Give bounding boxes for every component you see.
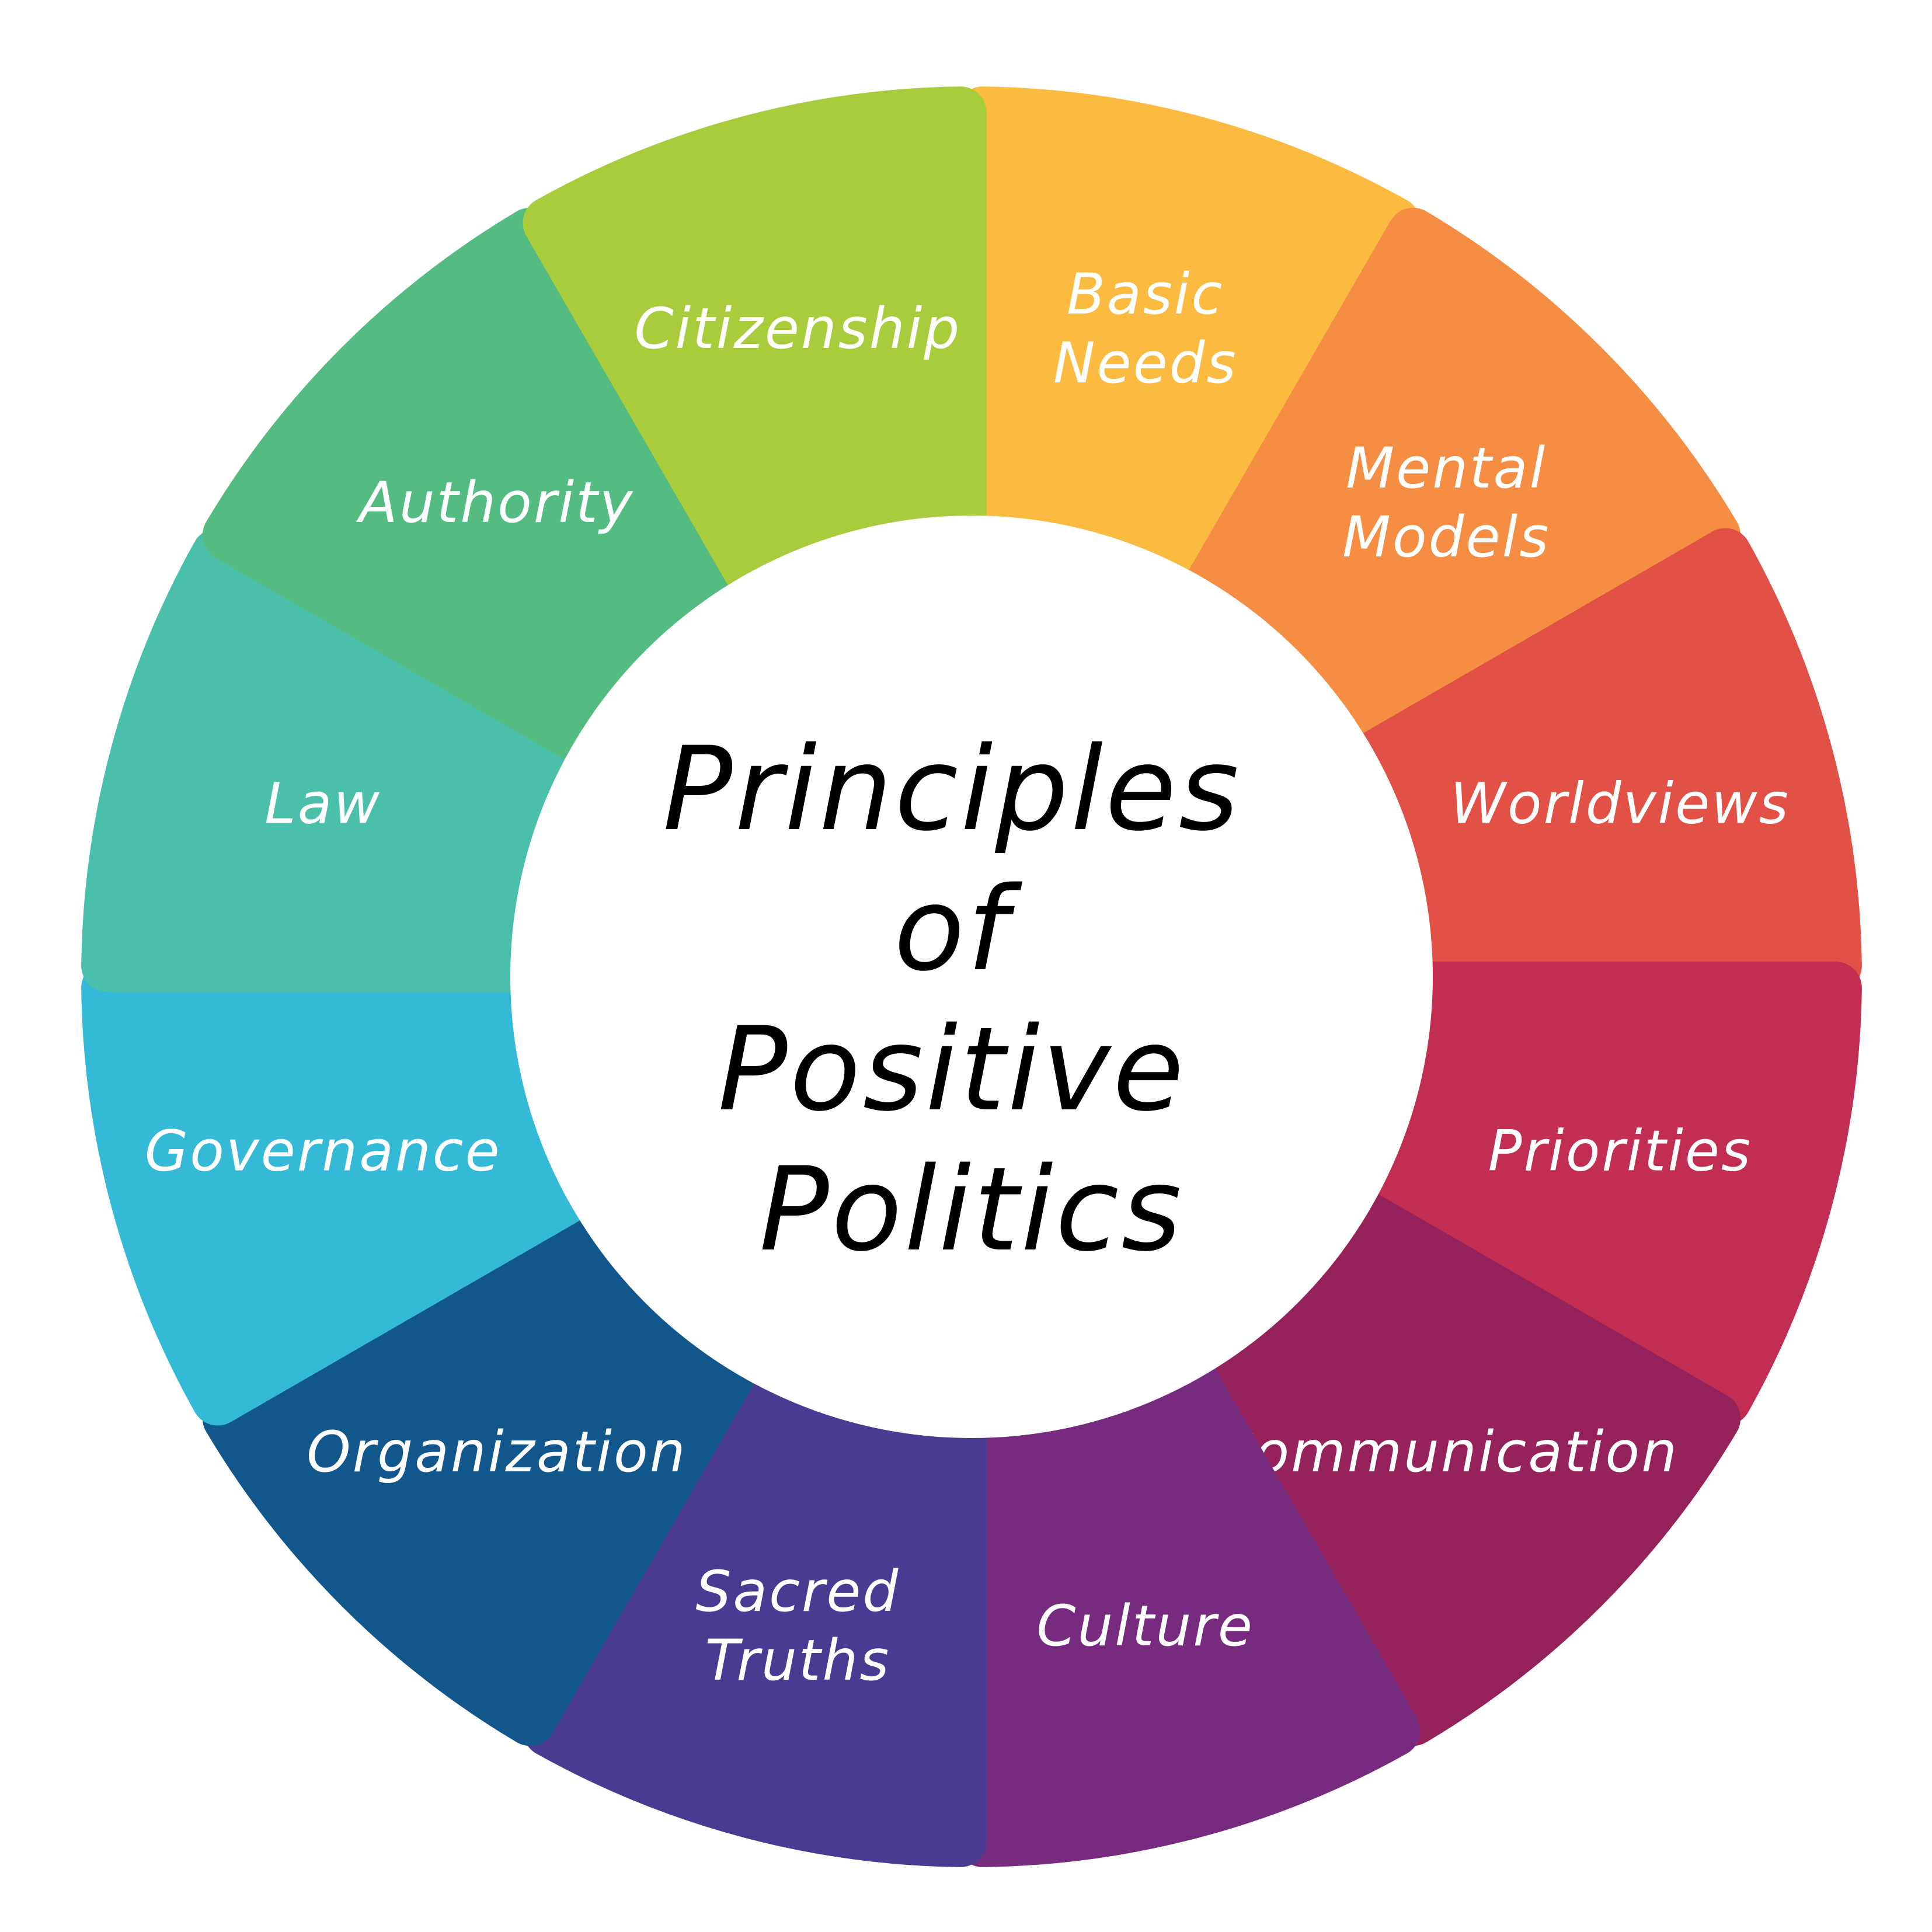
segment-label-sacred-truths-line-2: Truths xyxy=(705,1628,890,1693)
segment-label-culture: Culture xyxy=(1036,1593,1254,1659)
segment-label-communication: Communication xyxy=(1214,1419,1679,1485)
segment-label-mental-models-line-1: Mental xyxy=(1346,436,1547,501)
segment-label-priorities-line-1: Priorities xyxy=(1488,1119,1752,1184)
segment-label-mental-models-line-2: Models xyxy=(1342,504,1550,570)
segment-label-basic-needs-line-2: Needs xyxy=(1053,330,1238,396)
segment-label-governance-line-1: Governance xyxy=(145,1119,502,1184)
segment-label-authority: Authority xyxy=(356,470,634,535)
segment-label-authority-line-1: Authority xyxy=(356,470,634,535)
segment-label-citizenship: Citizenship xyxy=(634,296,961,361)
segment-label-citizenship-line-1: Citizenship xyxy=(634,296,961,361)
segment-label-basic-needs-line-1: Basic xyxy=(1067,262,1224,327)
segment-label-organization-line-1: Organization xyxy=(307,1419,687,1485)
segment-label-worldviews: Worldviews xyxy=(1450,771,1790,836)
segment-label-communication-line-1: Communication xyxy=(1214,1419,1679,1485)
center-hub xyxy=(510,516,1433,1438)
segment-label-priorities: Priorities xyxy=(1488,1119,1752,1184)
segment-label-governance: Governance xyxy=(145,1119,502,1184)
center-title: Principles of Positive Politics xyxy=(663,722,1280,1277)
center-title-line-4: Politics xyxy=(759,1142,1183,1277)
segment-label-sacred-truths-line-1: Sacred xyxy=(695,1559,900,1624)
segment-label-law-line-1: Law xyxy=(264,771,381,836)
segment-label-organization: Organization xyxy=(307,1419,687,1485)
center-title-line-1: Principles xyxy=(663,722,1241,857)
center-title-line-2: of xyxy=(894,862,1022,997)
segment-label-worldviews-line-1: Worldviews xyxy=(1450,771,1790,836)
segment-label-culture-line-1: Culture xyxy=(1036,1593,1254,1659)
segment-label-law: Law xyxy=(264,771,381,836)
center-title-line-3: Positive xyxy=(718,1002,1186,1137)
